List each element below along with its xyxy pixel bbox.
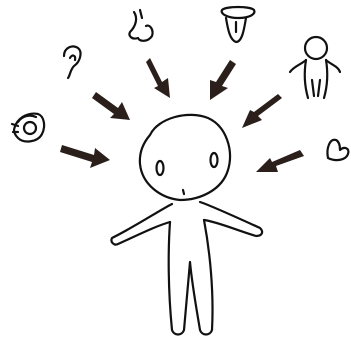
arrow-from-tongue (210, 60, 236, 100)
arrow-from-body (242, 94, 282, 128)
arrow-from-heart (256, 150, 304, 172)
arrow-from-ear (92, 92, 130, 120)
eye-icon (12, 114, 44, 142)
nose-icon (129, 10, 152, 41)
central-figure (111, 115, 262, 335)
body-icon (290, 37, 340, 98)
ear-icon (64, 46, 81, 78)
arrow-from-nose (146, 58, 170, 98)
tongue-icon (222, 7, 255, 42)
heart-icon (327, 140, 348, 160)
arrow-from-eye (60, 145, 110, 168)
